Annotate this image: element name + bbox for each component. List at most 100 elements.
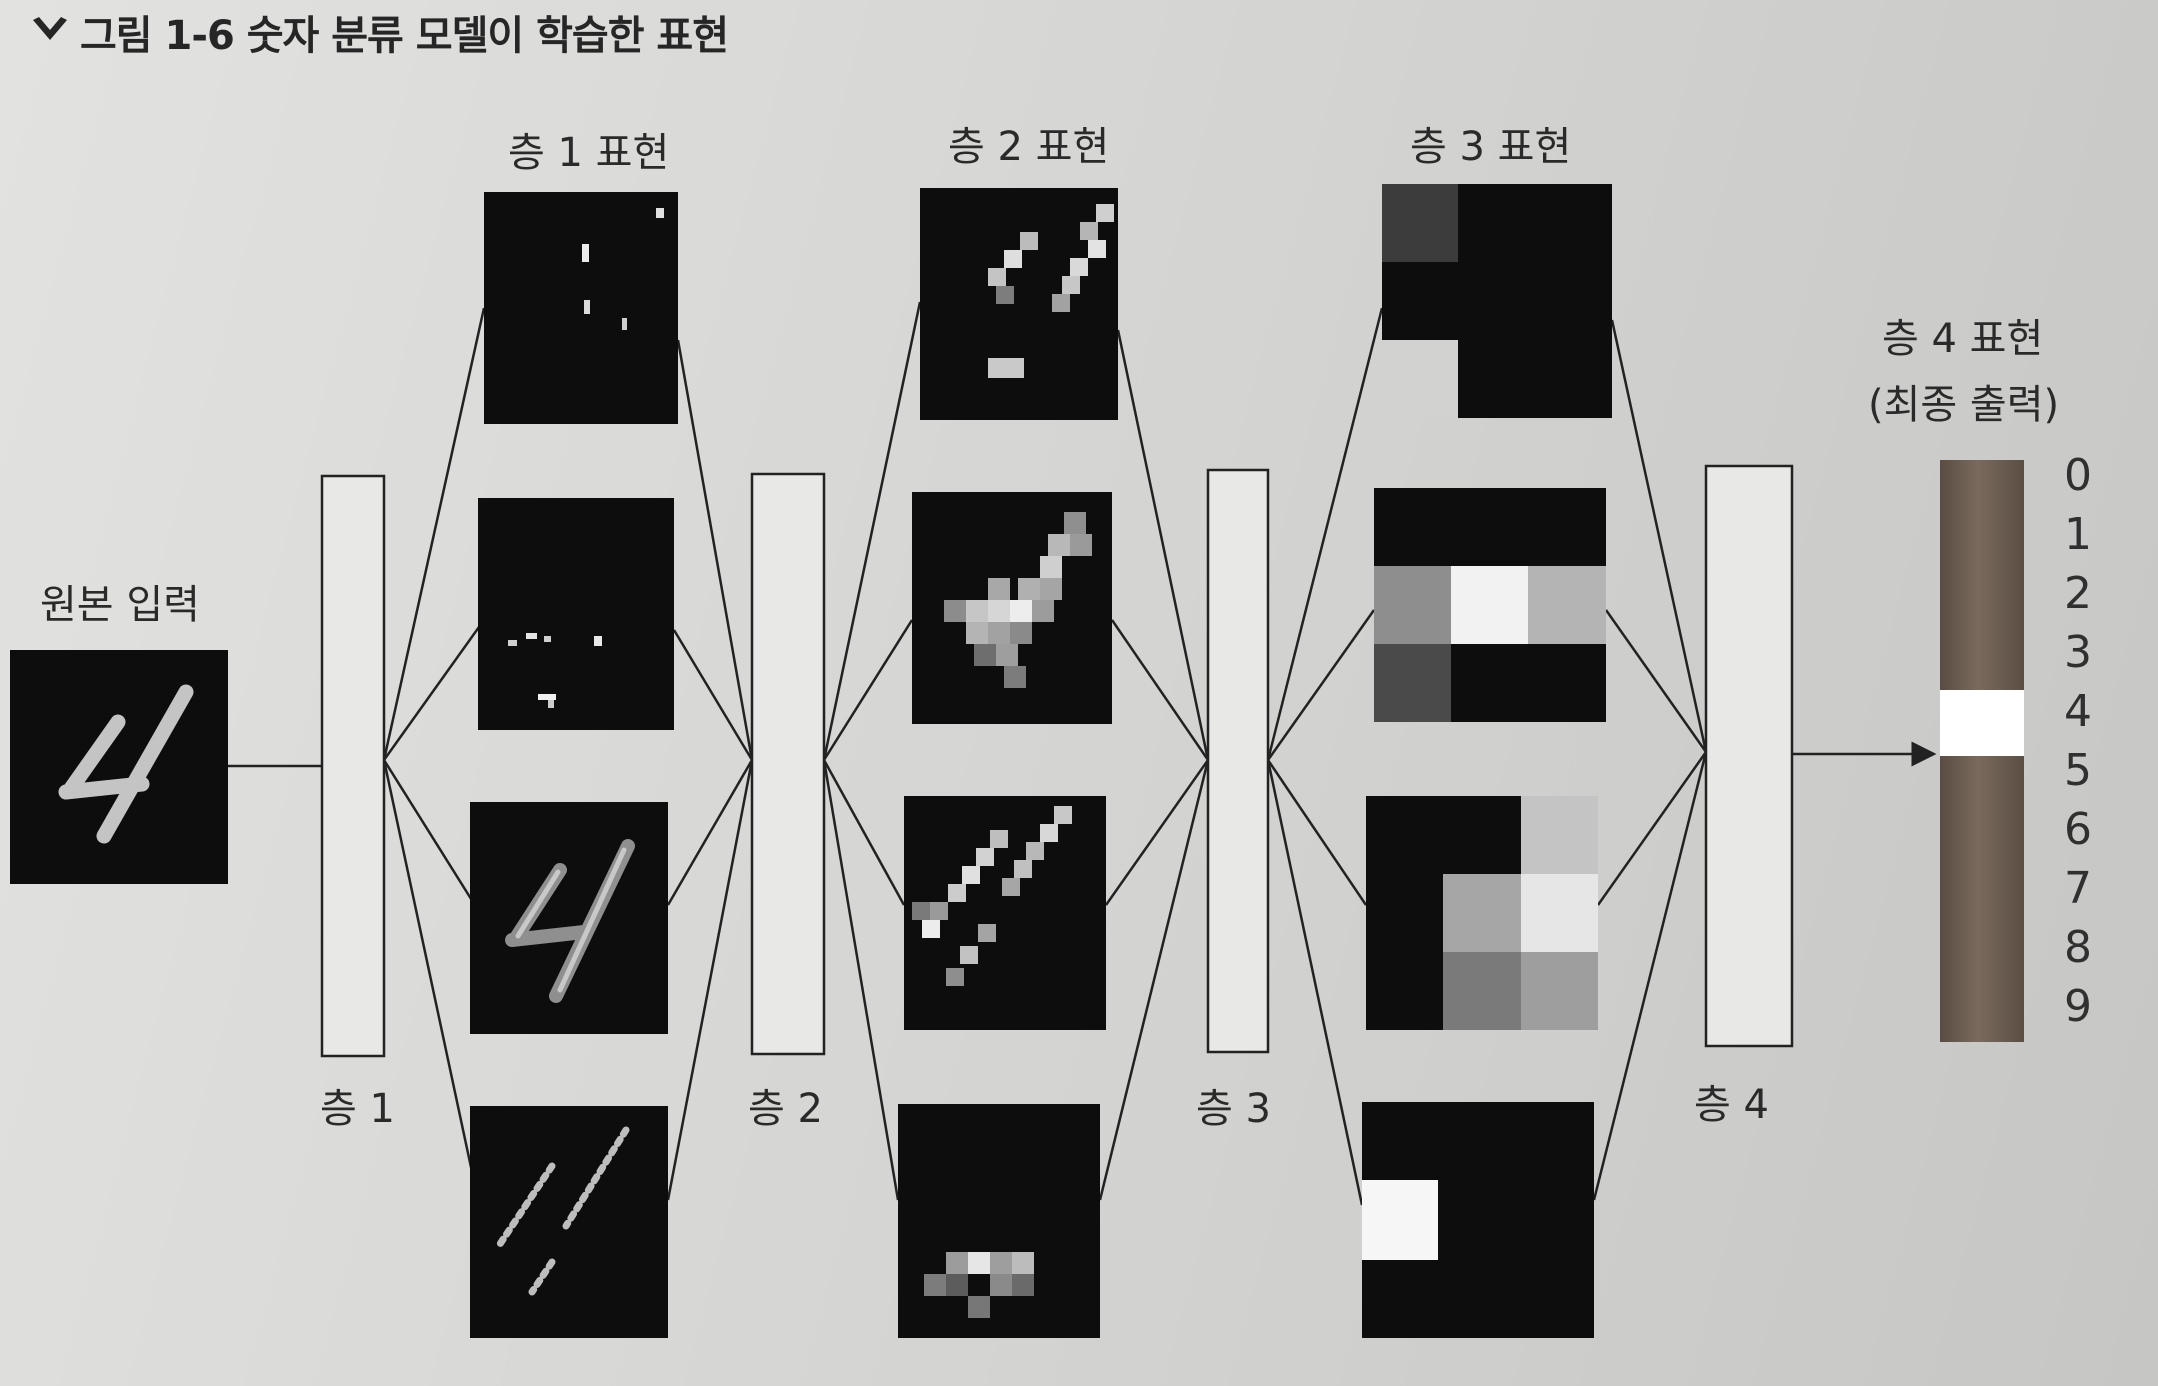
rep1-panel-b [478, 498, 674, 730]
rep1-panel-a-pixel [622, 318, 627, 330]
input-digit-stroke [96, 684, 194, 844]
class-label-4: 4 [2064, 686, 2092, 737]
rep2-panel-a-pixel [996, 286, 1014, 304]
connector-rep3b-layer4 [1604, 609, 1708, 753]
rep2-panel-c-pixel [912, 902, 930, 920]
rep1-title: 층 1 표현 [508, 130, 670, 176]
rep2-panel-c-pixel [1002, 878, 1020, 896]
rep4-subtitle: (최종 출력) [1868, 382, 2060, 428]
rep1-panel-c-bg [470, 802, 668, 1034]
rep3-panel-c-cell [1443, 952, 1521, 1030]
class-label-2: 2 [2064, 568, 2092, 619]
class-label-1: 1 [2064, 509, 2092, 560]
rep2-panel-b-pixel [966, 600, 988, 622]
chevron-down-icon [33, 17, 67, 40]
rep3-panel-b-cell [1374, 644, 1451, 722]
rep2-panel-b-pixel [988, 600, 1010, 622]
layer-box-3 [1206, 468, 1270, 1054]
rep3-panel-c-cell [1521, 874, 1598, 952]
rep2-panel-c-pixel [976, 848, 994, 866]
class-label-7: 7 [2064, 863, 2092, 914]
class-label-3: 3 [2064, 627, 2092, 678]
connector-layer1-rep1d [382, 759, 480, 1201]
rep3-panel-b-cell [1451, 566, 1528, 644]
rep1-panel-d-strokes [496, 1126, 630, 1296]
rep1-panel-a-pixel [584, 300, 590, 314]
rep2-panel-b-pixel [1010, 600, 1032, 622]
connector-rep2a-layer3 [1116, 329, 1210, 761]
layer-label-3: 층 3 [1196, 1086, 1271, 1132]
rep3-panel-c-cell [1521, 796, 1598, 874]
connector-rep1b-layer2 [672, 629, 754, 761]
rep2-panel-a-pixel [1096, 204, 1114, 222]
layer-label-1: 층 1 [320, 1086, 395, 1132]
rep2-panel-a-pixel [1020, 232, 1038, 250]
rep2-panel-b-pixel [1070, 534, 1092, 556]
rep1-panel-c-stroke [505, 925, 591, 947]
rep2-panel-a-pixel [1004, 250, 1022, 268]
rep3-panel-a [1382, 184, 1612, 418]
rep1-panel-a-bg [484, 192, 678, 424]
layer-box-1 [320, 474, 386, 1058]
class-label-5: 5 [2064, 745, 2092, 796]
rep2-panel-d-pixel [1012, 1252, 1034, 1274]
rep1-panel-a-pixel [656, 208, 664, 218]
rep1-panel-b-pixel [548, 700, 554, 708]
output-vector [1940, 460, 2024, 1042]
rep1-panel-c-highlights [515, 847, 627, 993]
rep1-panel-d-stroke [528, 1258, 556, 1296]
class-label-8: 8 [2064, 922, 2092, 973]
rep2-panel-c-pixel [930, 902, 948, 920]
figure-title-row: 그림 1-6 숫자 분류 모델이 학습한 표현 [30, 4, 729, 60]
connector-rep2d-layer3 [1098, 759, 1210, 1201]
rep3-panel-c [1366, 796, 1598, 1030]
connector-layer1-rep1c [382, 759, 480, 911]
connector-rep2c-layer3 [1104, 759, 1210, 906]
rep1-panel-c-highlight [557, 847, 627, 993]
rep2-panel-c-pixel [946, 968, 964, 986]
input-digit-strokes [58, 684, 194, 844]
input-image-bg [10, 650, 228, 884]
rep2-panel-b [912, 492, 1112, 724]
rep1-panel-c-highlight [515, 869, 561, 939]
rep2-panel-c-pixel [1014, 860, 1032, 878]
connector-layer2-rep2b [822, 619, 914, 761]
rep3-panel-d-cell [1362, 1180, 1438, 1260]
connector-layer2-rep2a [822, 301, 922, 761]
rep2-panel-d-pixel [968, 1296, 990, 1318]
rep2-panel-c-pixel [922, 920, 940, 938]
rep2-panel-b-pixel [1032, 600, 1054, 622]
rep2-panel-b-pixel [988, 622, 1010, 644]
connector-rep2b-layer3 [1110, 619, 1210, 761]
rep2-panel-c-pixel [978, 924, 996, 942]
connector-rep3c-layer4 [1596, 751, 1708, 906]
layer-label-4: 층 4 [1694, 1082, 1769, 1128]
rep2-panel-b-pixel [996, 644, 1018, 666]
input-image [10, 650, 228, 884]
rep3-panel-b-cell [1374, 566, 1451, 644]
connector-rep3a-layer4 [1610, 319, 1708, 753]
rep2-panel-b-pixel [966, 622, 988, 644]
rep2-panel-b-pixel [988, 578, 1010, 600]
rep2-panel-c-pixel [960, 946, 978, 964]
rep2-panel-b-pixel [1040, 578, 1062, 600]
rep1-panel-c [470, 802, 668, 1034]
class-label-9: 9 [2064, 981, 2092, 1032]
rep1-panel-b-pixel [526, 633, 537, 639]
rep2-panel-d-bg [898, 1104, 1100, 1338]
rep2-panel-b-pixel [944, 600, 966, 622]
rep2-panel-a-pixel [988, 358, 1024, 378]
output-bar-highlight [1940, 690, 2024, 756]
rep2-panel-a-pixel [1052, 294, 1070, 312]
rep2-panel-d-pixel [968, 1252, 990, 1274]
rep2-panel-c-pixel [962, 866, 980, 884]
rep2-panel-a-pixel [988, 268, 1006, 286]
rep2-panel-b-pixel [1040, 556, 1062, 578]
rep1-panel-b-pixel [538, 694, 556, 700]
rep3-panel-a-cell [1382, 184, 1458, 262]
connector-layer2-rep2c [822, 759, 906, 906]
rep3-title: 층 3 표현 [1410, 124, 1572, 170]
layer-label-2: 층 2 [748, 1086, 823, 1132]
